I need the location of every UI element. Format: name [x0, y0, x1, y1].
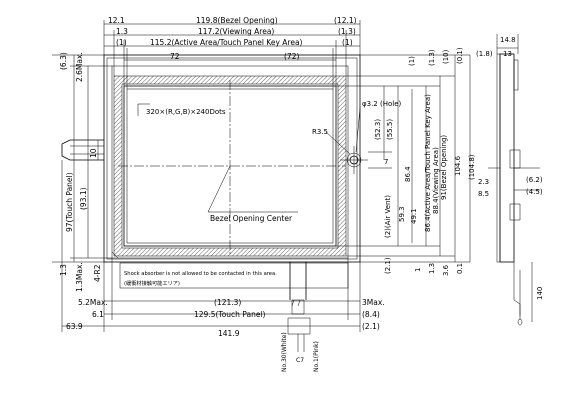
dim-right-17: 1.3: [428, 263, 436, 274]
dim-right-19: 0.1: [456, 263, 464, 274]
dim-half-left: 72: [170, 52, 180, 61]
cable-label-white: No.30(White): [281, 332, 288, 372]
dim-right-1: (55.5): [386, 119, 394, 140]
front-top-labels: 12.1 119.8(Bezel Opening) (12.1) 1.3 117…: [108, 16, 357, 61]
dim-bottom-7: 141.9: [218, 329, 240, 338]
dim-right-5: (0.1): [456, 47, 464, 64]
touch-panel-outline: [111, 65, 349, 259]
dim-right-7: 88.4(Viewing Area): [432, 147, 440, 214]
outer-bezel: [103, 54, 361, 263]
dim-right-8: 86.4(Active Area/Touch Panel Key Area): [424, 94, 432, 232]
dim-left-0: (6.3): [59, 52, 68, 70]
hole-offset-label: 7: [384, 158, 388, 166]
dim-bottom-3: 3Max.: [362, 298, 385, 307]
dim-bottom-0: 5.2Max.: [78, 298, 108, 307]
front-bottom-labels: 5.2Max. 6.1 (121.3) 3Max. (8.4) 129.5(To…: [66, 298, 385, 338]
cable-label-pink: No.1(Pink): [313, 341, 320, 372]
cable-labels: No.30(White) No.1(Pink) C7: [281, 332, 320, 372]
dim-active-area: 115.2(Active Area/Touch Panel Key Area): [150, 38, 303, 47]
dim-right-16: 1: [414, 268, 422, 272]
dim-left-1: 2.6Max.: [75, 52, 84, 82]
dim-right-10: 104.6: [454, 155, 462, 176]
side-dim-1: (1.8): [476, 50, 493, 58]
resolution-label: 320×(R,G,B)×240Dots: [146, 108, 226, 116]
side-dim-5: (6.2): [526, 176, 543, 184]
shock-note: Shock absorber is not allowed to be cont…: [124, 271, 277, 277]
hole-label: φ3.2 (Hole): [362, 100, 402, 108]
dim-right-2: (1): [408, 56, 416, 66]
dim-right-15: (2.1): [384, 257, 392, 274]
front-dimension-lines: [52, 20, 471, 332]
bezel-center-label: Bezel Opening Center: [210, 214, 293, 223]
dim-bottom-5: 129.5(Touch Panel): [194, 310, 266, 319]
side-dim-7: 140: [536, 287, 544, 300]
front-view: [61, 54, 368, 352]
dim-bottom-6: 63.9: [66, 322, 83, 331]
side-dim-0: 14.8: [500, 36, 516, 44]
side-view-labels: 14.8 (1.8) 13 2.3 8.5 (6.2) (4.5) 140: [476, 36, 544, 300]
dim-right-11: (104.8): [468, 154, 476, 180]
front-right-labels: (52.3) (55.5) (1) (1.3) (10) (0.1) 86.4 …: [374, 47, 476, 276]
dim-left-7: 4-R2: [93, 264, 102, 282]
dim-viewing-right: (1.3): [338, 27, 356, 36]
cable-label-c7: C7: [296, 357, 304, 364]
dim-active-right: (1): [342, 38, 353, 47]
dim-right-3: (1.3): [428, 49, 436, 66]
dim-left-6: 1.3Max.: [75, 262, 84, 292]
dim-viewing-left: 1.3: [116, 27, 128, 36]
dim-bottom-1: 6.1: [92, 310, 104, 319]
dim-active-left: (1): [116, 38, 127, 47]
dim-half-right: (72): [284, 52, 299, 61]
side-dim-4: 8.5: [478, 190, 489, 198]
dim-right-18: 3.6: [442, 264, 450, 276]
side-view: [488, 34, 540, 326]
dim-bezel-right: (12.1): [334, 16, 357, 25]
side-dim-3: 2.3: [478, 178, 489, 186]
dim-right-12: 59.3: [398, 206, 406, 222]
dim-bottom-4: (8.4): [362, 310, 380, 319]
dim-right-0: (52.3): [374, 119, 382, 140]
dim-right-14: (2)(Air Vent): [384, 195, 392, 238]
dim-bottom-2: (121.3): [214, 298, 241, 307]
side-dim-6: (4.5): [526, 188, 543, 196]
dim-bottom-8: (2.1): [362, 322, 380, 331]
side-dim-2: 13: [503, 50, 512, 58]
front-left-labels: (6.3) 2.6Max. 97(Touch Panel) (93.1) 10 …: [59, 52, 102, 292]
dim-bezel-left: 12.1: [108, 16, 125, 25]
dim-right-9: 91(Bezel Opening): [440, 135, 448, 200]
shock-note-jp: (緩衝材接触可能エリア): [124, 279, 180, 287]
front-inner-labels: 320×(R,G,B)×240Dots Bezel Opening Center…: [124, 100, 402, 287]
dim-right-4: (10): [442, 49, 450, 64]
dim-right-6: 86.4: [404, 166, 412, 182]
dim-left-2: 97(Touch Panel): [65, 172, 74, 232]
dim-left-4: 10: [89, 148, 98, 158]
dim-left-3: (93.1): [79, 187, 88, 210]
dim-viewing-area: 117.2(Viewing Area): [198, 27, 274, 36]
dim-right-13: 49.1: [410, 208, 418, 224]
dim-left-5: 1.3: [59, 264, 68, 276]
radius-label: R3.5: [312, 128, 328, 136]
side-body: [499, 53, 515, 263]
dim-bezel-opening: 119.8(Bezel Opening): [196, 16, 278, 25]
